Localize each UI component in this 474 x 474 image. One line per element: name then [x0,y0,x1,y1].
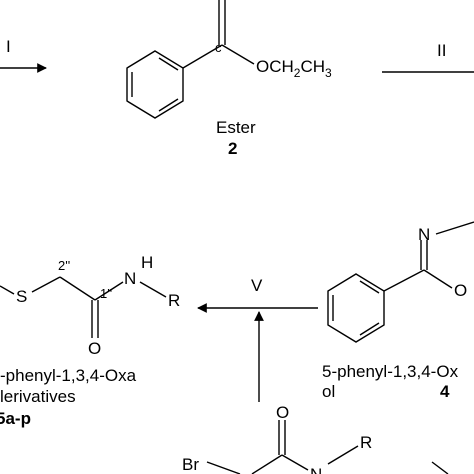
oxadiazole-atom-o: O [454,281,467,300]
ester-group-label: OCH2CH3 [256,57,332,80]
product-atom-h: H [141,253,153,272]
oxadiazole-structure [327,221,474,343]
product-label-1pp: 1'' [100,286,112,301]
product-label-2pp: 2'' [58,258,70,273]
ester-number: 2 [228,139,237,158]
product-name-line2: lerivatives [0,387,76,406]
oxadiazole-atom-n: N [418,225,430,244]
step-label-5: V [251,276,263,295]
ester-carbonyl-carbon: c [215,40,222,55]
oxadiazole-name-line1: 5-phenyl-1,3,4-Ox [322,362,459,381]
bromo-atom-br: Br [182,455,199,474]
ester-name: Ester [216,118,256,137]
product-atom-o: O [88,339,101,358]
bromo-atom-r: R [360,433,372,452]
oxadiazole-number: 4 [440,382,450,401]
oxadiazole-name-line2: ol [322,382,335,401]
bromo-atom-n: N [310,465,322,474]
product-atom-r: R [168,291,180,310]
bromo-atom-o: O [276,403,289,422]
product-atom-s: S [16,287,27,306]
step-label-2: II [437,41,446,60]
product-number: 5a-p [0,409,31,428]
product-name-line1: -phenyl-1,3,4-Oxa [0,366,137,385]
bottom-right-fragment [431,461,449,474]
product-atom-n: N [124,269,136,288]
ester-structure [126,0,255,119]
product-structure [0,276,167,338]
bromo-amide-structure [206,420,359,474]
step-label-1: I [6,37,11,56]
